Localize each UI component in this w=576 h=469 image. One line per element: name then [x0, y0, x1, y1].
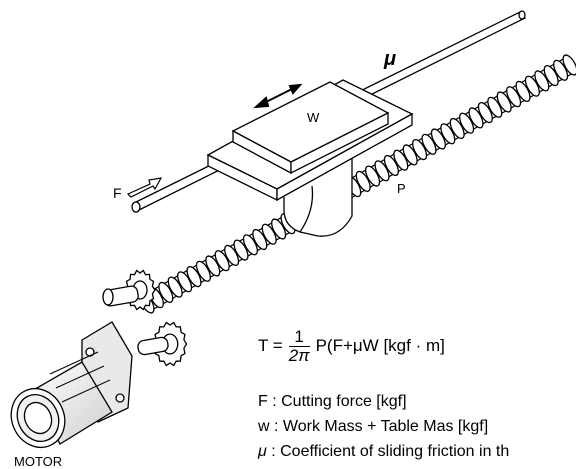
force-label: F: [113, 185, 122, 201]
formula-numerator: 1: [288, 328, 310, 347]
lead-screw: [139, 54, 576, 314]
legend-item-force: F : Cutting force [kgf]: [258, 393, 407, 410]
pitch-label: P: [397, 181, 406, 196]
formula-rhs: P(F+μW [kgf · m]: [315, 335, 445, 355]
weight-label: W: [307, 110, 320, 125]
table-carriage: [206, 79, 414, 237]
motor: [10, 321, 133, 448]
motor-label: MOTOR: [14, 454, 63, 469]
force-arrow: [126, 177, 163, 198]
motion-arrow: [253, 83, 303, 109]
legend-item-friction: μ : Coefficient of sliding friction in t…: [258, 443, 510, 460]
friction-label: μ: [384, 48, 397, 70]
formula-lhs: T =: [258, 335, 283, 355]
legend-item-mass: w : Work Mass + Table Mas [kgf]: [258, 418, 489, 435]
gear-train: [102, 269, 188, 367]
formula-denominator: 2π: [288, 346, 310, 365]
